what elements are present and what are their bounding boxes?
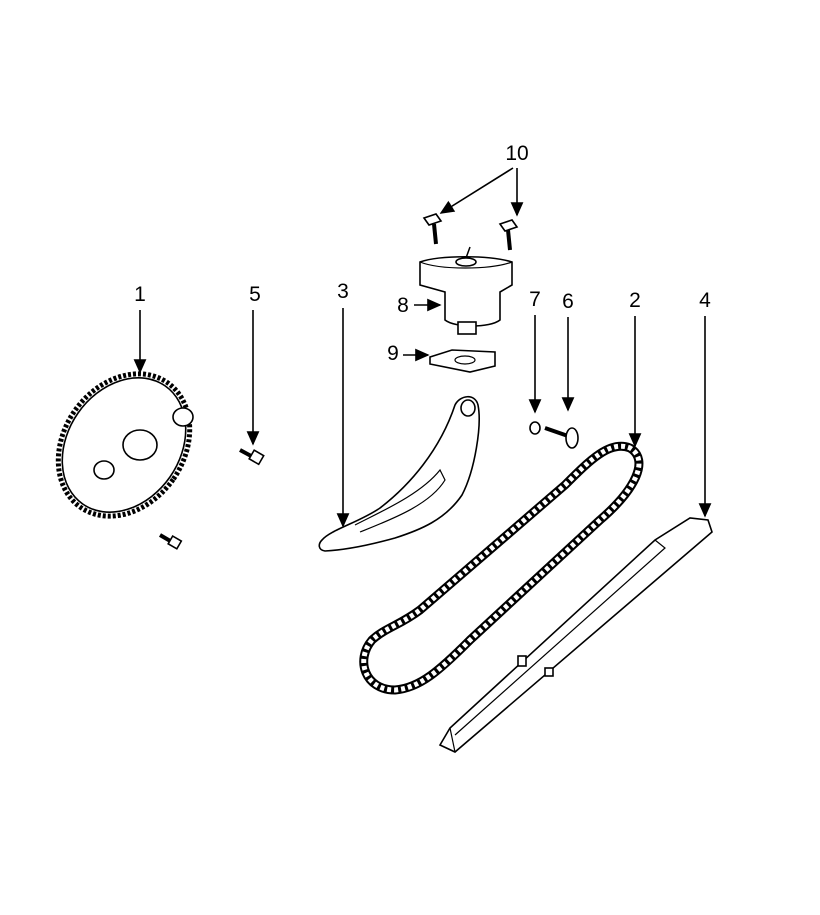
gasket xyxy=(429,349,496,373)
sprocket-bolt xyxy=(158,533,183,550)
callout-8: 8 xyxy=(397,294,442,317)
bolt xyxy=(239,448,265,466)
tensioner-bolts xyxy=(422,213,519,251)
callout-number: 5 xyxy=(249,283,261,306)
callout-7: 7 xyxy=(528,288,542,414)
tensioner xyxy=(419,246,513,335)
callout-number: 9 xyxy=(387,342,399,365)
callout-number: 6 xyxy=(562,290,574,313)
sprocket xyxy=(55,371,194,519)
callout-number: 10 xyxy=(505,142,528,165)
tensioner-arm xyxy=(318,395,480,552)
callout-10: 10 xyxy=(439,142,529,217)
callout-4: 4 xyxy=(698,289,712,518)
callout-9: 9 xyxy=(387,342,430,365)
callout-number: 1 xyxy=(134,283,146,306)
callout-number: 8 xyxy=(397,294,409,317)
callout-1: 1 xyxy=(133,283,147,374)
chain xyxy=(359,441,644,695)
pivot-bolt xyxy=(544,426,579,449)
callout-number: 4 xyxy=(699,289,711,312)
callout-number: 2 xyxy=(629,289,641,312)
callout-3: 3 xyxy=(336,280,350,528)
callout-number: 7 xyxy=(529,288,541,311)
callout-5: 5 xyxy=(246,283,261,446)
washer xyxy=(529,421,541,435)
callout-6: 6 xyxy=(561,290,575,412)
chain-guide xyxy=(438,517,713,753)
callout-number: 3 xyxy=(337,280,349,303)
callout-2: 2 xyxy=(628,289,642,448)
